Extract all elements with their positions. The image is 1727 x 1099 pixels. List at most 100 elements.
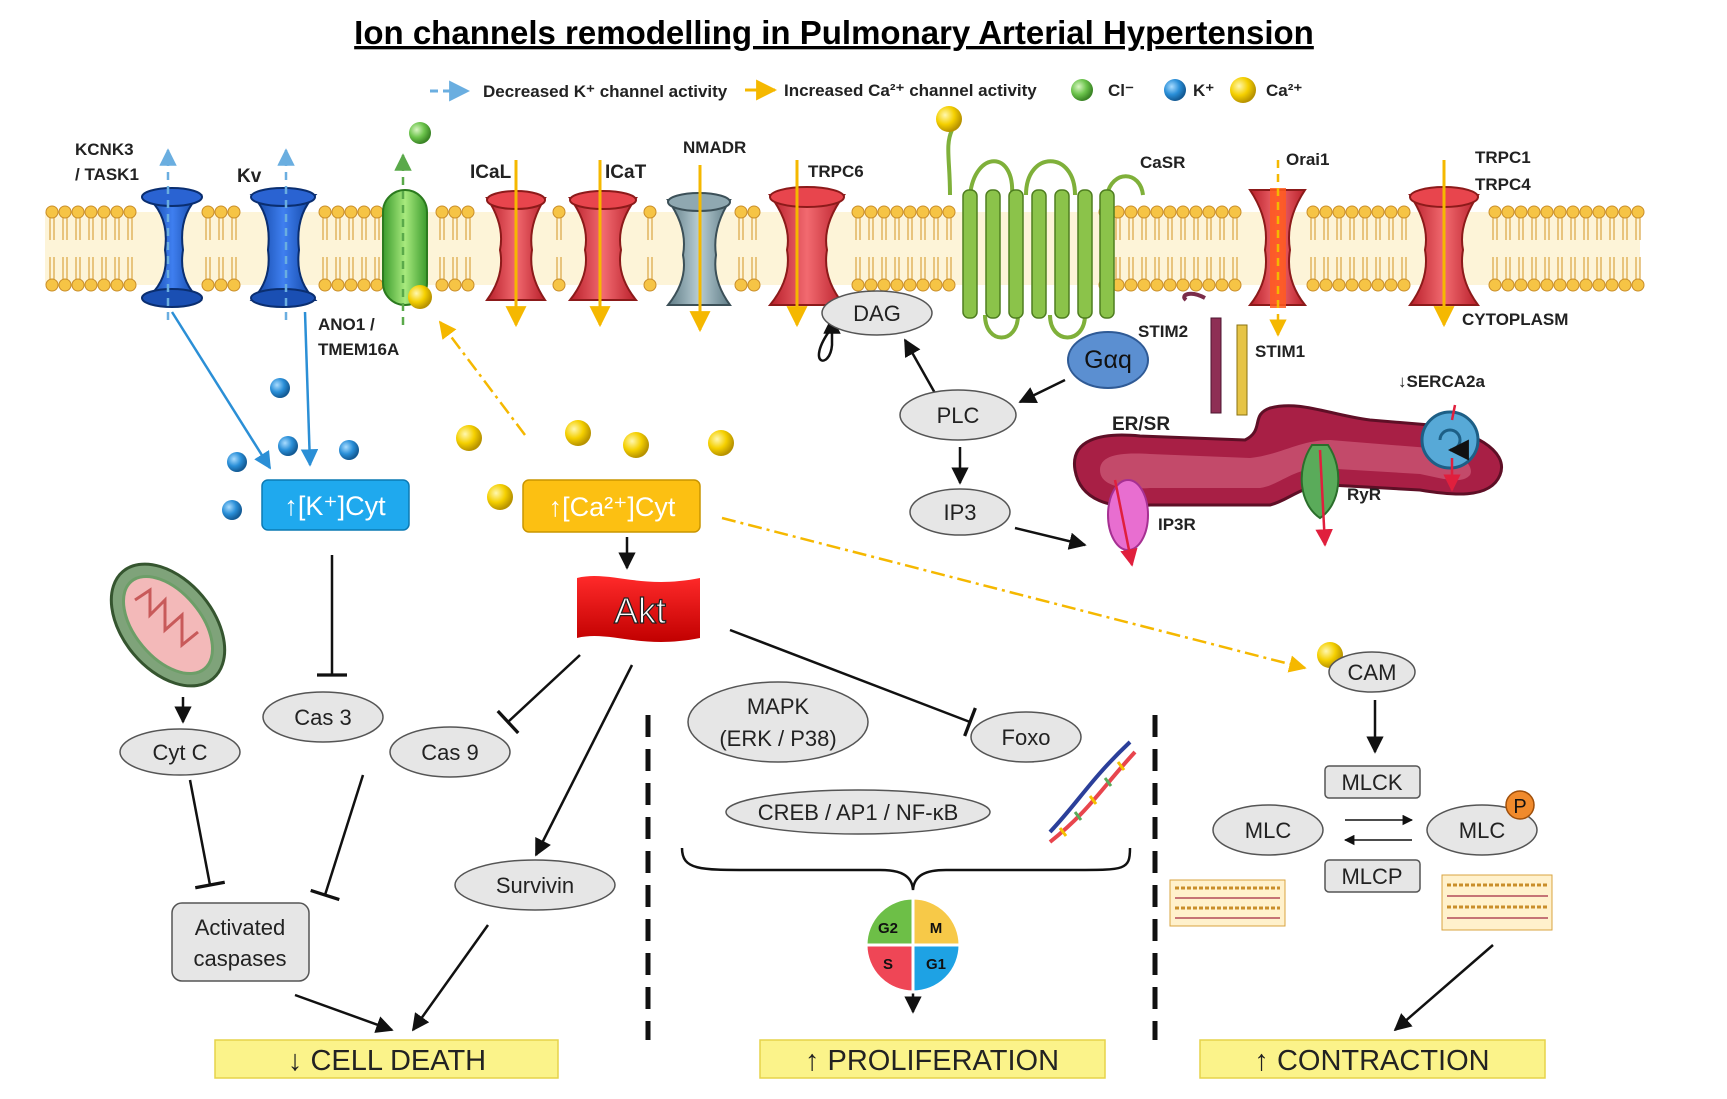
legend-k-decrease: Decreased K⁺ channel activity — [483, 82, 728, 101]
cycle-g1: G1 — [926, 956, 946, 973]
cycle-m: M — [930, 920, 943, 937]
lipid-head — [45, 205, 59, 219]
lipid-head — [929, 205, 943, 219]
node-mlcp: MLCP — [1324, 859, 1421, 893]
lipid-head — [1150, 278, 1164, 292]
label-tmem16a: TMEM16A — [318, 340, 399, 359]
casr-helix — [985, 189, 1001, 319]
lipid-head — [227, 278, 241, 292]
label-trpc4: TRPC4 — [1475, 175, 1531, 194]
label-kcnk3: KCNK3 — [75, 140, 134, 159]
label-nmadr: NMADR — [683, 138, 746, 157]
label-stim2: STIM2 — [1138, 322, 1188, 341]
lipid-head — [344, 278, 358, 292]
ion-flux-arrows — [159, 148, 1455, 673]
channel-ano1 — [382, 189, 428, 306]
lipid-head — [1501, 278, 1515, 292]
svg-text:Cyt C: Cyt C — [153, 740, 208, 765]
lipid-head — [84, 205, 98, 219]
svg-text:Activated: Activated — [195, 915, 286, 940]
svg-text:MLC: MLC — [1245, 818, 1292, 843]
casr-helix — [1031, 189, 1047, 319]
label-trpc1: TRPC1 — [1475, 148, 1531, 167]
lipid-head — [643, 278, 657, 292]
lipid-head — [1631, 278, 1645, 292]
node-mapk: MAPK (ERK / P38) — [687, 681, 869, 763]
lipid-head — [1189, 278, 1203, 292]
svg-text:CREB / AP1 / NF-κB: CREB / AP1 / NF-κB — [758, 800, 959, 825]
lipid-head — [1306, 278, 1320, 292]
lipid-head — [123, 205, 137, 219]
lipid-head — [370, 278, 384, 292]
legend-ca-increase: Increased Ca²⁺ channel activity — [784, 81, 1037, 100]
signalling-arrows — [174, 316, 1494, 1033]
stim1-protein — [1236, 324, 1248, 416]
legend-cl-ion — [1071, 79, 1093, 101]
channel-kcnk3 — [141, 187, 203, 308]
lipid-head — [214, 205, 228, 219]
svg-text:↑ PROLIFERATION: ↑ PROLIFERATION — [805, 1045, 1059, 1077]
label-ical: ICaL — [470, 162, 512, 183]
lipid-head — [942, 205, 956, 219]
node-plc: PLC — [899, 389, 1017, 441]
node-cas3: Cas 3 — [262, 691, 384, 743]
lipid-head — [877, 278, 891, 292]
lipid-head — [1514, 278, 1528, 292]
k-ion — [222, 500, 242, 520]
lipid-head — [734, 278, 748, 292]
lipid-head — [890, 278, 904, 292]
svg-text:Foxo: Foxo — [1002, 725, 1051, 750]
legend-cl-label: Cl⁻ — [1108, 81, 1134, 100]
page-title: Ion channels remodelling in Pulmonary Ar… — [354, 14, 1314, 51]
svg-text:MLCP: MLCP — [1341, 864, 1402, 889]
galpha-q — [1067, 331, 1149, 389]
label-stim1: STIM1 — [1255, 342, 1305, 361]
ca-ion — [623, 432, 649, 458]
label-ip3r: IP3R — [1158, 515, 1196, 534]
lipid-head — [903, 278, 917, 292]
lipid-head — [1501, 205, 1515, 219]
label-trpc6: TRPC6 — [808, 162, 864, 181]
k-ion — [227, 452, 247, 472]
channel-trpc6 — [767, 186, 847, 306]
ip3r-channel — [1107, 479, 1149, 567]
casr-helix — [1077, 189, 1093, 319]
lipid-head — [1592, 205, 1606, 219]
node-k-cytosolic: ↑[K⁺]Cyt — [261, 479, 410, 531]
ca-ion — [408, 285, 432, 309]
lipid-head — [58, 278, 72, 292]
node-ip3: IP3 — [909, 488, 1011, 536]
node-creb: CREB / AP1 / NF-κB — [725, 789, 991, 835]
lipid-head — [357, 278, 371, 292]
svg-text:Akt: Akt — [614, 590, 666, 631]
label-ryr: RyR — [1347, 485, 1381, 504]
lipid-head — [1631, 205, 1645, 219]
lipid-head — [1488, 205, 1502, 219]
lipid-head — [97, 278, 111, 292]
serca-pump — [1420, 404, 1480, 492]
lipid-head — [1345, 205, 1359, 219]
lipid-head — [942, 278, 956, 292]
lipid-head — [1215, 278, 1229, 292]
node-survivin: Survivin — [454, 859, 616, 911]
lipid-head — [1124, 205, 1138, 219]
casr-helix — [1099, 189, 1115, 319]
lipid-head — [1579, 278, 1593, 292]
svg-text:caspases: caspases — [194, 946, 287, 971]
lipid-head — [1189, 205, 1203, 219]
lipid-head — [864, 205, 878, 219]
lipid-head — [1345, 278, 1359, 292]
cell-cycle-wheel: G2 M S G1 — [864, 896, 962, 994]
lipid-head — [916, 205, 930, 219]
channel-icat — [567, 190, 639, 301]
svg-text:↑[K⁺]Cyt: ↑[K⁺]Cyt — [284, 491, 386, 521]
lipid-head — [448, 278, 462, 292]
lipid-head — [1358, 205, 1372, 219]
lipid-head — [370, 205, 384, 219]
node-mlc: MLC — [1212, 804, 1324, 856]
node-activated-caspases: Activated caspases — [171, 902, 310, 982]
node-ca-cytosolic: ↑[Ca²⁺]Cyt — [522, 479, 701, 533]
lipid-head — [552, 278, 566, 292]
outcome-contraction: ↑ CONTRACTION — [1199, 1039, 1546, 1079]
